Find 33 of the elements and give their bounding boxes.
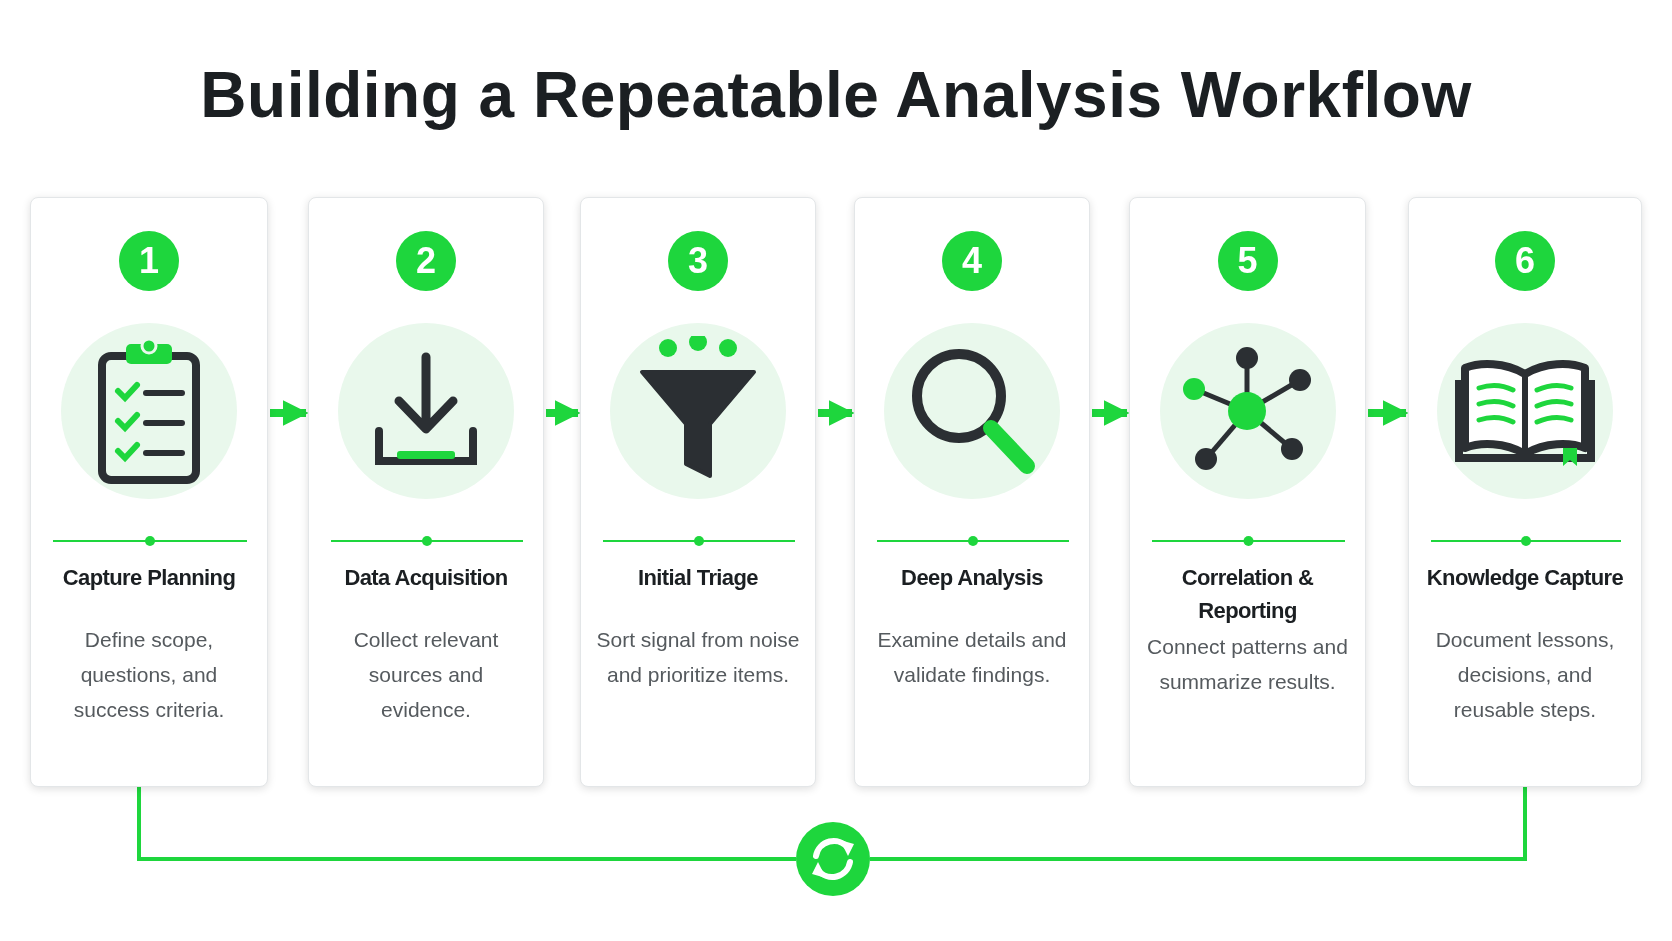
loop-connector — [870, 787, 1527, 861]
diagram-title: Building a Repeatable Analysis Workflow — [199, 58, 1473, 132]
step-card — [854, 197, 1090, 787]
arrow — [818, 400, 855, 426]
step-description: Collect relevant sources and evidence. — [352, 627, 500, 723]
step-number-badge: 6 — [1495, 231, 1555, 291]
step-card — [308, 197, 544, 787]
step-description: Define scope, questions, and success criteria. — [72, 627, 226, 723]
step-number-badge: 1 — [119, 231, 179, 291]
step-number-badge: 5 — [1217, 231, 1278, 291]
step-title: Data Acquisition — [343, 564, 509, 592]
step-title: Capture Planning — [61, 564, 237, 592]
step-description: Connect patterns and summarize results. — [1146, 634, 1349, 695]
step-number-badge: 3 — [668, 231, 728, 291]
step-description: Sort signal from noise and prioritize items. — [595, 627, 801, 688]
arrow — [1092, 400, 1130, 426]
step-title: Deep Analysis — [900, 564, 1044, 592]
step-card — [580, 197, 816, 787]
arrow — [546, 400, 581, 426]
step-title: Initial Triage — [637, 564, 759, 592]
arrow — [270, 400, 309, 426]
step-card — [30, 197, 268, 787]
step-card — [1129, 197, 1366, 787]
step-description: Document lessons, decisions, and reusable steps. — [1434, 627, 1616, 723]
step-number-badge: 4 — [942, 231, 1002, 291]
cycle-icon — [796, 822, 870, 896]
step-title: Correlation & Reporting — [1180, 564, 1315, 625]
arrow — [1368, 400, 1409, 426]
loop-connector — [137, 787, 796, 861]
step-description: Examine details and validate findings. — [876, 627, 1068, 688]
step-title: Knowledge Capture — [1425, 564, 1625, 592]
step-card — [1408, 197, 1642, 787]
step-number-badge: 2 — [396, 231, 456, 291]
